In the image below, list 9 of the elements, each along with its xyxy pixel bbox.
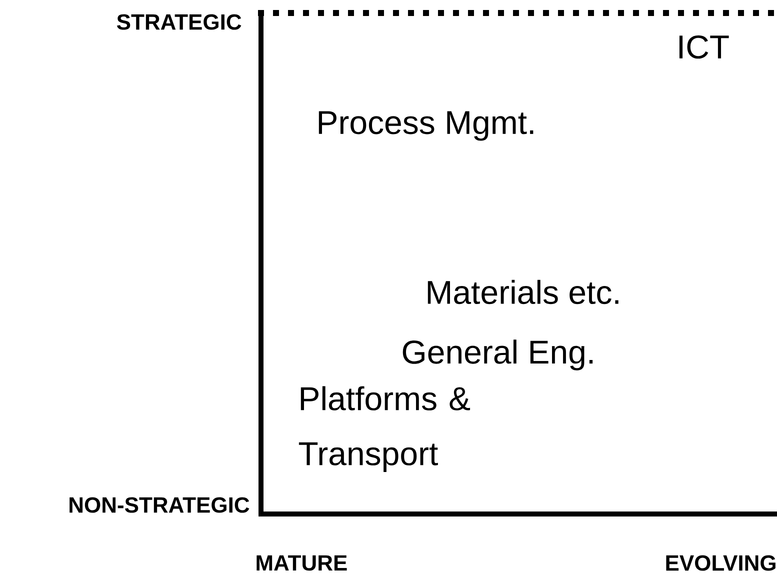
quadrant-label: ICT [679, 35, 729, 59]
axis-label: STRATEGIC [116, 14, 242, 30]
quadrant-label: Process Mgmt. [318, 111, 534, 141]
axis-label: EVOLVING [666, 555, 776, 571]
quadrant-label: Materials etc. [428, 280, 618, 304]
axis-label: NON-STRATEGIC [70, 497, 250, 513]
quadrant-label: General Eng. [402, 340, 593, 370]
quadrant-label: Platforms & Transport [298, 386, 470, 472]
axis-label: MATURE [256, 555, 347, 571]
